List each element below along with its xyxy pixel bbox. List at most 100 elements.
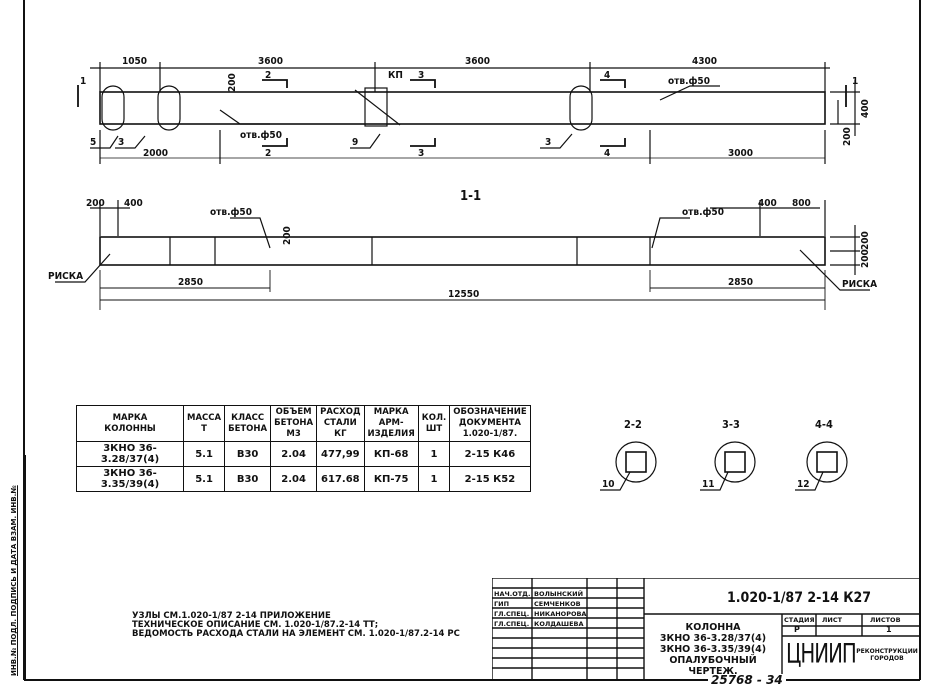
dim-lines-right-section — [830, 225, 860, 275]
dim-2850: 2850 — [178, 277, 203, 288]
note-line: ВЕДОМОСТЬ РАСХОДА СТАЛИ НА ЭЛЕМЕНТ СМ. 1… — [132, 629, 460, 639]
col-header: КЛАСС БЕТОНА — [224, 405, 272, 442]
cell: КП-68 — [363, 441, 419, 467]
cell: 2-15 К52 — [449, 466, 531, 492]
side-strip-label: ИНВ.№ ПОДЛ. ПОДПИСЬ И ДАТА ВЗАМ. ИНВ.№ — [10, 485, 18, 676]
dim: 200 — [282, 226, 293, 245]
dim-1050: 1050 — [122, 56, 147, 67]
doc-code: 1.020-1/87 2-14 К27 — [727, 590, 872, 606]
cell: 5.1 — [182, 466, 226, 492]
dim-2000: 2000 — [143, 148, 168, 159]
sheet-label: ЛИСТ — [822, 616, 843, 624]
callout: 9 — [352, 137, 358, 148]
dim: 800 — [792, 198, 811, 209]
cell: 1 — [417, 466, 451, 492]
cell: 2-15 К46 — [449, 441, 531, 467]
title-line: 3КНО 36-3.35/39(4) — [659, 644, 767, 655]
note-line: ТЕХНИЧЕСКОЕ ОПИСАНИЕ СМ. 1.020-1/87.2-14… — [132, 620, 379, 630]
table-row: 3КНО 36-3.28/37(4) 5.1 В30 2.04 477,99 К… — [76, 441, 531, 467]
hole-label: отв.ф50 — [682, 206, 724, 218]
table-row: 3КНО 36-3.35/39(4) 5.1 В30 2.04 617.68 К… — [76, 466, 531, 492]
org-logo: ЦНИИП — [786, 639, 857, 670]
cut-label: 2 — [265, 148, 271, 159]
dim: 400 — [124, 198, 143, 209]
dim-200: 200 — [842, 127, 853, 146]
dim-3600-a: 3600 — [258, 56, 283, 67]
col-header: ОБЪЕМ БЕТОНА М3 — [270, 405, 318, 442]
cell: 3КНО 36-3.28/37(4) — [76, 441, 184, 467]
dim: 200 — [860, 249, 871, 268]
hole-leaders — [219, 85, 720, 125]
dim-3000: 3000 — [728, 148, 753, 159]
section-4-4-square — [816, 451, 838, 473]
hole-label: отв.ф50 — [210, 206, 252, 218]
section-marker: 1 — [80, 76, 86, 87]
dim-ticks — [99, 62, 826, 92]
col-header: МАРКА КОЛОННЫ — [76, 405, 184, 442]
risk-label: РИСКА — [842, 279, 877, 290]
staff-name: ВОЛЫНСКИЙ — [534, 590, 584, 598]
staff-role: НАЧ.ОТД. — [494, 590, 531, 598]
col-header: ОБОЗНАЧЕНИЕ ДОКУМЕНТА 1.020-1/87. — [449, 405, 531, 442]
cut-label: 3 — [418, 148, 424, 159]
lifting-slot — [101, 85, 125, 131]
leader — [354, 89, 401, 126]
staff-role: ГЛ.СПЕЦ. — [494, 610, 530, 618]
cut-label: 3 — [418, 70, 424, 81]
note-line: УЗЛЫ СМ.1.020-1/87 2-14 ПРИЛОЖЕНИЕ — [132, 611, 331, 621]
callout: 11 — [702, 479, 715, 490]
staff-name: НИКАНОРОВА — [534, 610, 587, 618]
col-header: МАССА Т — [182, 405, 226, 442]
kp-label: КП — [388, 70, 403, 81]
cell: 477,99 — [316, 441, 365, 467]
cell: КП-75 — [363, 466, 419, 492]
dim-lines-bottom-section — [99, 270, 826, 310]
staff-role: ГЛ.СПЕЦ. — [494, 620, 530, 628]
hole-label: отв.ф50 — [668, 75, 710, 87]
dim: 200 — [860, 231, 871, 250]
section-title-1-1: 1-1 — [460, 189, 481, 204]
section-2-2-circle — [615, 441, 657, 483]
lifting-slot — [157, 85, 181, 131]
section-marker: 1 — [852, 76, 858, 87]
title-line: ОПАЛУБОЧНЫЙ ЧЕРТЕЖ. — [669, 655, 757, 677]
cut-markers — [77, 79, 847, 147]
section-3-3-title: 3-3 — [722, 418, 740, 431]
cell: В30 — [224, 466, 272, 492]
dim-400: 400 — [860, 99, 871, 118]
dim: 200 — [86, 198, 105, 209]
cell: 5.1 — [182, 441, 226, 467]
side-strip: ИНВ.№ ПОДЛ. ПОДПИСЬ И ДАТА ВЗАМ. ИНВ.№ — [0, 455, 26, 680]
callout: 3 — [545, 137, 551, 148]
staff-row: НАЧ.ОТД.ВОЛЫНСКИЙ — [494, 589, 586, 599]
cut-label: 2 — [265, 70, 271, 81]
dim-ticks — [99, 130, 826, 164]
sheets-value: 1 — [886, 625, 892, 634]
column-section-outline — [99, 236, 826, 266]
dim: 400 — [758, 198, 777, 209]
cut-label: 4 — [604, 70, 610, 81]
dim-lines-right — [830, 80, 860, 136]
cell: 3КНО 36-3.35/39(4) — [76, 466, 184, 492]
dim-lines-top-section — [90, 200, 826, 236]
section-2-2-title: 2-2 — [624, 418, 642, 431]
section-4-4-circle — [806, 441, 848, 483]
dim-4300: 4300 — [692, 56, 717, 67]
col-header: КОЛ. ШТ — [417, 405, 451, 442]
dim-12550: 12550 — [448, 289, 479, 300]
section-callout-leaders — [600, 471, 824, 491]
staff-name: КОЛДАШЕВА — [534, 620, 584, 628]
dim-3600-b: 3600 — [465, 56, 490, 67]
lifting-slot — [569, 85, 593, 131]
hole-label: отв.ф50 — [240, 129, 282, 141]
hole-leaders — [230, 217, 690, 249]
staff-role: ГИП — [494, 600, 510, 608]
dim-200-v: 200 — [227, 73, 238, 92]
cell: 2.04 — [270, 441, 318, 467]
archive-number: 25768 - 34 — [708, 674, 786, 687]
stage-label: СТАДИЯ — [784, 616, 815, 624]
risk-label: РИСКА — [48, 271, 83, 282]
section-4-4-title: 4-4 — [815, 418, 833, 431]
